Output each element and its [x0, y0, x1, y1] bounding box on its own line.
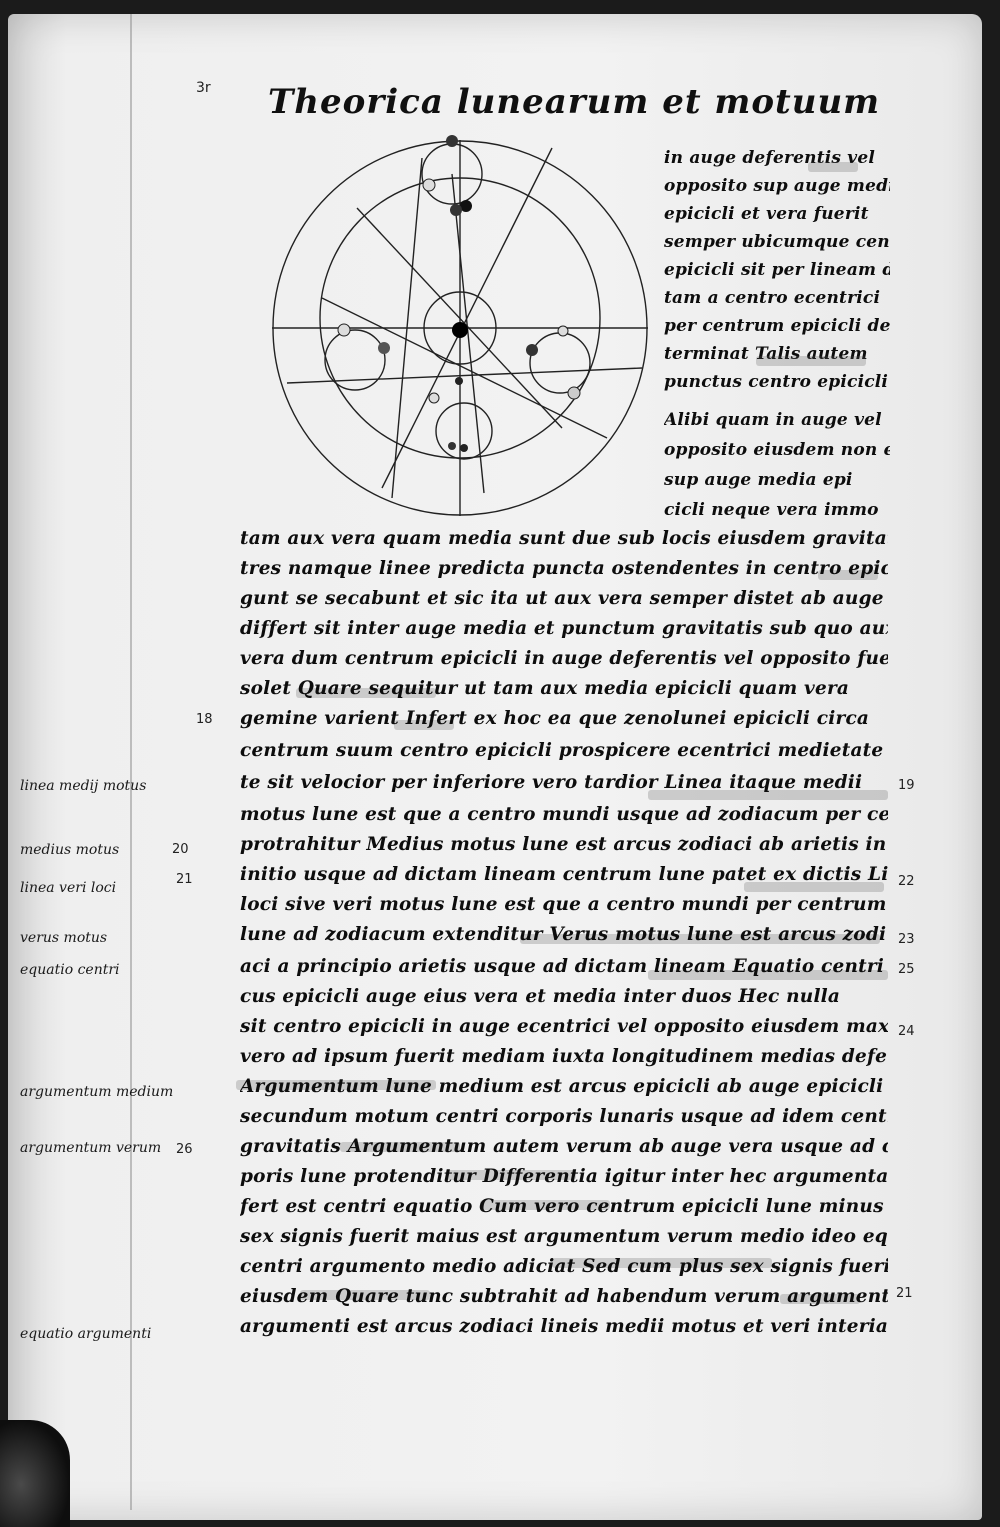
- main-line: secundum motum centri corporis lunaris u…: [240, 1106, 888, 1127]
- main-line: sex signis fuerit maius est argumentum v…: [240, 1226, 888, 1247]
- main-line: te sit velocior per inferiore vero tardi…: [240, 772, 863, 793]
- folio-mark: 3r: [196, 80, 211, 96]
- line-number: 22: [898, 874, 915, 889]
- margin-gloss: equatio argumenti: [20, 1326, 152, 1342]
- line-number: 20: [172, 842, 189, 857]
- main-line: gemine varient Infert ex hoc ea que zeno…: [240, 708, 870, 729]
- line-number: 18: [196, 712, 213, 727]
- rubric-mark: [780, 1294, 860, 1304]
- rubric-mark: [552, 1258, 772, 1268]
- rubric-mark: [394, 720, 454, 730]
- side-line: opposito sup auge media: [664, 176, 890, 196]
- rubric-mark: [808, 162, 858, 172]
- rubric-mark: [648, 970, 888, 980]
- line-number: 19: [898, 778, 915, 793]
- main-line: vero ad ipsum fuerit mediam iuxta longit…: [240, 1046, 888, 1067]
- rubric-mark: [300, 1290, 430, 1300]
- main-line: eiusdem Quare tunc subtrahit ad habendum…: [240, 1286, 888, 1307]
- main-line: lune ad zodiacum extenditur Verus motus …: [240, 924, 887, 945]
- lunar-theory-diagram: [272, 135, 648, 516]
- main-line: sit centro epicicli in auge ecentrici ve…: [240, 1016, 888, 1037]
- page-title: Theorica lunearum et motuum: [268, 82, 881, 122]
- main-line: protrahitur Medius motus lune est arcus …: [240, 834, 887, 855]
- margin-gloss: argumentum medium: [20, 1084, 174, 1100]
- rubric-mark: [480, 1200, 610, 1210]
- rubric-mark: [744, 882, 884, 892]
- rubric-mark: [446, 1170, 576, 1180]
- main-line: argumenti est arcus zodiaci lineis medii…: [240, 1316, 888, 1337]
- main-line: fert est centri equatio Cum vero centrum…: [240, 1196, 884, 1217]
- margin-gloss: medius motus: [20, 842, 120, 858]
- rubric-mark: [236, 1080, 436, 1090]
- line-number: 26: [176, 1142, 193, 1157]
- side-line: per centrum epicicli de: [664, 316, 890, 336]
- line-number: 23: [898, 932, 915, 947]
- side-line: tam a centro ecentrici: [664, 288, 881, 308]
- main-line: differt sit inter auge media et punctum …: [240, 618, 888, 639]
- main-line: gravitatis Argumentum autem verum ab aug…: [240, 1136, 888, 1157]
- line-number: 24: [898, 1024, 915, 1039]
- side-line: epicicli et vera fuerit: [664, 204, 869, 224]
- main-line: tres namque linee predicta puncta ostend…: [240, 558, 888, 579]
- main-line: centri argumento medio adiciat Sed cum p…: [240, 1256, 888, 1277]
- manuscript-page: [8, 14, 982, 1520]
- side-line: Alibi quam in auge vel: [664, 410, 882, 430]
- rubric-mark: [296, 688, 436, 698]
- rubric-mark: [818, 570, 878, 580]
- rubric-mark: [520, 934, 880, 944]
- line-number: 21: [176, 872, 193, 887]
- main-line: solet Quare sequitur ut tam aux media ep…: [240, 678, 850, 699]
- side-line: sup auge media epi: [664, 470, 853, 490]
- main-line: cus epicicli auge eius vera et media int…: [240, 986, 841, 1007]
- line-number: 25: [898, 962, 915, 977]
- side-line: epicicli sit per lineam duc: [664, 260, 890, 280]
- margin-gloss: linea veri loci: [20, 880, 117, 896]
- margin-gloss: linea medij motus: [20, 778, 147, 794]
- main-line: centrum suum centro epicicli prospicere …: [240, 740, 888, 761]
- main-line: Argumentum lune medium est arcus epicicl…: [240, 1076, 888, 1097]
- main-line: vera dum centrum epicicli in auge defere…: [240, 648, 888, 669]
- side-line: opposito eiusdem non est: [664, 440, 890, 460]
- side-line: terminat Talis autem: [664, 344, 868, 364]
- side-line: punctus centro epicicli: [664, 372, 889, 392]
- rubric-mark: [648, 790, 888, 800]
- margin-gloss: argumentum verum: [20, 1140, 162, 1156]
- rubric-mark: [756, 356, 866, 366]
- main-line: poris lune protenditur Differentia igitu…: [240, 1166, 888, 1187]
- holding-thumb: [0, 1420, 70, 1527]
- main-line: motus lune est que a centro mundi usque …: [240, 804, 888, 825]
- main-line: gunt se secabunt et sic ita ut aux vera …: [240, 588, 888, 609]
- main-line: tam aux vera quam media sunt due sub loc…: [240, 528, 888, 549]
- margin-rule: [130, 14, 132, 1510]
- side-line: semper ubicumque centrum: [664, 232, 890, 252]
- line-number: 21: [896, 1286, 913, 1301]
- side-line: in auge deferentis vel: [664, 148, 876, 168]
- margin-gloss: verus motus: [20, 930, 108, 946]
- main-line: initio usque ad dictam lineam centrum lu…: [240, 864, 888, 885]
- rubric-mark: [340, 1142, 460, 1152]
- side-line: cicli neque vera immo: [664, 500, 879, 520]
- main-line: aci a principio arietis usque ad dictam …: [240, 956, 888, 977]
- main-line: loci sive veri motus lune est que a cent…: [240, 894, 888, 915]
- margin-gloss: equatio centri: [20, 962, 120, 978]
